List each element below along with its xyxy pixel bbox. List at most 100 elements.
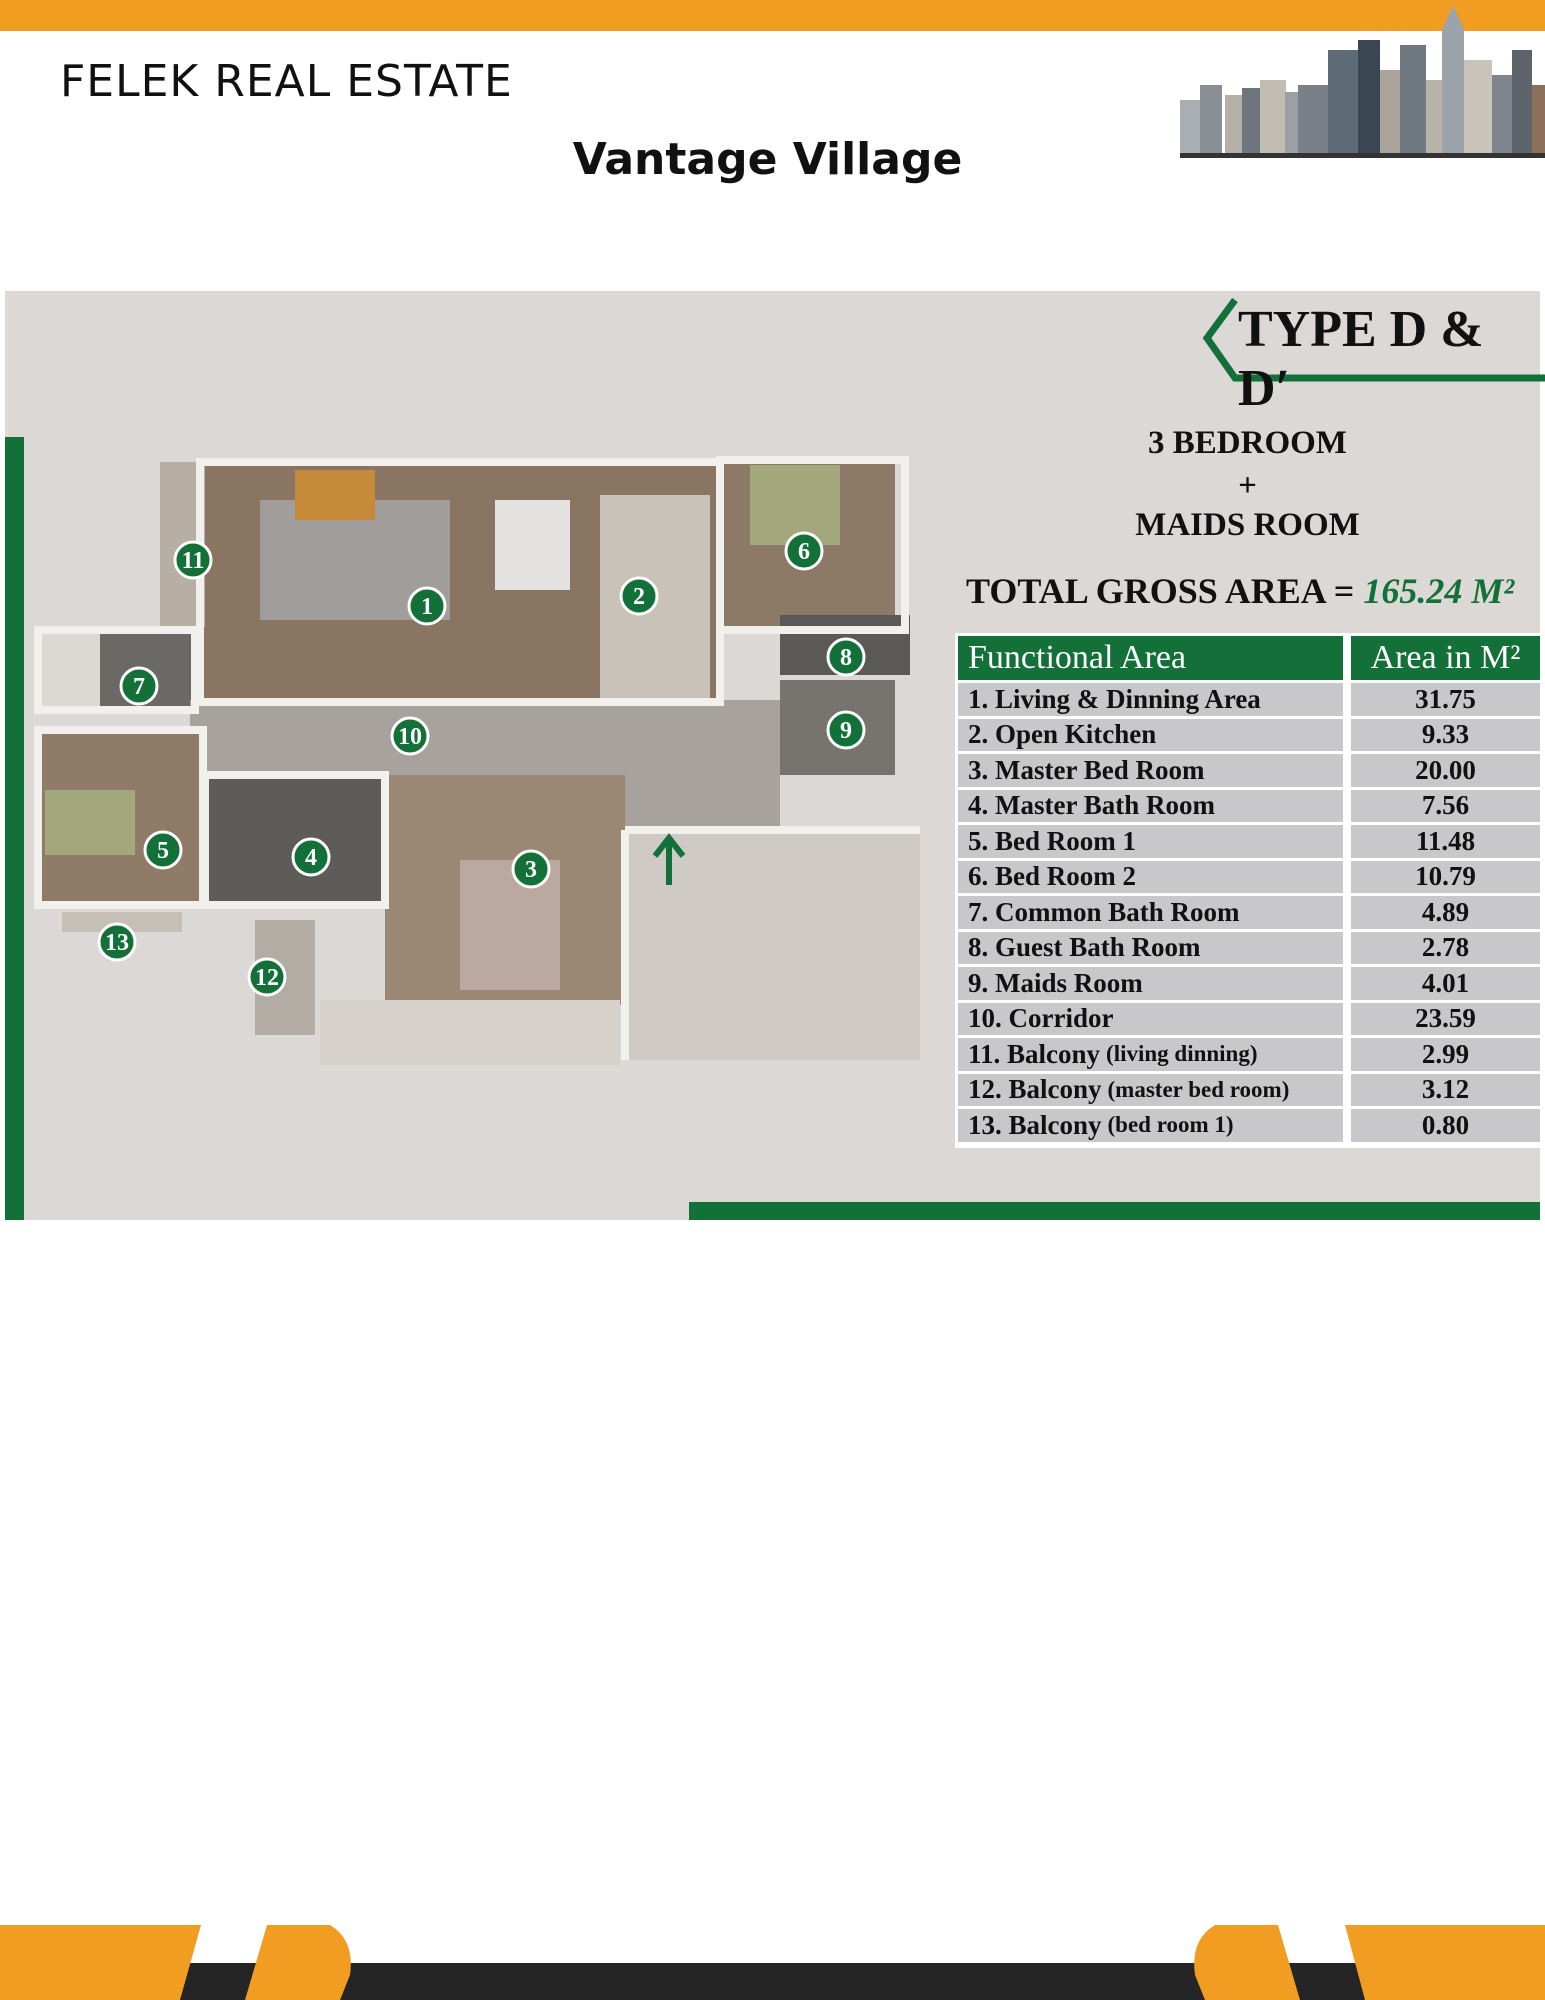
city-skyline-image [1180, 5, 1545, 158]
table-row: 4. Master Bath Room 7.56 [958, 789, 1540, 825]
page-title: Vantage Village [572, 134, 963, 185]
svg-text:4: 4 [305, 845, 317, 871]
green-accent-bottom [689, 1202, 1540, 1220]
area-name: 10. Corridor [968, 1003, 1114, 1034]
area-name: 1. Living & Dinning Area [968, 683, 1261, 714]
table-row: 10. Corridor 23.59 [958, 1002, 1540, 1038]
functional-area-cell: 9. Maids Room [958, 967, 1343, 1003]
area-value-cell: 31.75 [1351, 683, 1540, 719]
functional-area-cell: 7. Common Bath Room [958, 896, 1343, 932]
area-note: (living dinning) [1106, 1041, 1258, 1067]
table-row: 11. Balcony(living dinning)2.99 [958, 1038, 1540, 1074]
functional-area-cell: 5. Bed Room 1 [958, 825, 1343, 861]
area-value-cell: 23.59 [1351, 1002, 1540, 1038]
area-name: 4. Master Bath Room [968, 790, 1215, 821]
functional-area-cell: 6. Bed Room 2 [958, 860, 1343, 896]
area-value-cell: 3.12 [1351, 1073, 1540, 1109]
svg-text:3: 3 [525, 857, 537, 883]
functional-area-cell: 13. Balcony(bed room 1) [958, 1109, 1343, 1145]
area-value-cell: 0.80 [1351, 1109, 1540, 1145]
area-name: 5. Bed Room 1 [968, 825, 1136, 856]
walls [34, 456, 920, 1060]
unit-type-title: TYPE D & D′ [1238, 301, 1484, 417]
area-table: Functional Area Area in M² 1. Living & D… [955, 633, 1540, 1148]
svg-text:11: 11 [182, 548, 205, 574]
room-marker-8: 8 [826, 637, 866, 677]
area-value-cell: 2.78 [1351, 931, 1540, 967]
area-name: 8. Guest Bath Room [968, 932, 1201, 963]
area-name: 2. Open Kitchen [968, 719, 1157, 750]
table-row: 3. Master Bed Room 20.00 [958, 754, 1540, 790]
room-marker-13: 13 [97, 922, 137, 962]
area-name: 9. Maids Room [968, 967, 1143, 998]
table-row: 1. Living & Dinning Area 31.75 [958, 683, 1540, 719]
functional-area-cell: 1. Living & Dinning Area [958, 683, 1343, 719]
room-marker-4: 4 [291, 837, 331, 877]
functional-area-cell: 3. Master Bed Room [958, 754, 1343, 790]
room-marker-11: 11 [173, 540, 213, 580]
area-value-cell: 9.33 [1351, 718, 1540, 754]
entrance-arrow-icon [652, 833, 686, 885]
bedroom-count: 3 BEDROOM [1148, 425, 1347, 461]
header-area: Area in M² [1351, 636, 1540, 683]
area-name: 11. Balcony [968, 1038, 1101, 1069]
table-row: 12. Balcony(master bed room)3.12 [958, 1073, 1540, 1109]
functional-area-cell: 2. Open Kitchen [958, 718, 1343, 754]
header-functional-area: Functional Area [958, 636, 1343, 683]
total-label: TOTAL GROSS AREA = [966, 571, 1355, 611]
table-row: 5. Bed Room 1 11.48 [958, 825, 1540, 861]
maids-room-label: MAIDS ROOM [1135, 507, 1360, 543]
room-marker-9: 9 [826, 710, 866, 750]
area-value-cell: 20.00 [1351, 754, 1540, 790]
room-marker-3: 3 [511, 849, 551, 889]
room-markers: 1 2 3 4 5 6 7 8 9 10 11 12 13 [97, 531, 866, 997]
room-marker-12: 12 [247, 957, 287, 997]
area-value-cell: 7.56 [1351, 789, 1540, 825]
svg-text:6: 6 [798, 539, 810, 565]
type-title-frame [1202, 297, 1545, 382]
svg-text:10: 10 [398, 724, 422, 750]
floor-plan-drawing: 1 2 3 4 5 6 7 8 9 10 11 12 13 [34, 456, 920, 1065]
room-marker-2: 2 [619, 576, 659, 616]
table-row: 9. Maids Room 4.01 [958, 967, 1540, 1003]
area-note: (master bed room) [1107, 1076, 1290, 1102]
functional-area-cell: 4. Master Bath Room [958, 789, 1343, 825]
svg-text:8: 8 [840, 645, 852, 671]
table-row: 2. Open Kitchen 9.33 [958, 718, 1540, 754]
table-row: 6. Bed Room 2 10.79 [958, 860, 1540, 896]
room-marker-10: 10 [390, 716, 430, 756]
functional-area-cell: 11. Balcony(living dinning) [958, 1038, 1343, 1074]
functional-area-cell: 10. Corridor [958, 1002, 1343, 1038]
room-marker-7: 7 [119, 666, 159, 706]
room-marker-6: 6 [784, 531, 824, 571]
area-name: 12. Balcony [968, 1074, 1102, 1105]
svg-text:9: 9 [840, 718, 852, 744]
area-value-cell: 10.79 [1351, 860, 1540, 896]
area-value-cell: 4.89 [1351, 896, 1540, 932]
table-row: 13. Balcony(bed room 1)0.80 [958, 1109, 1540, 1145]
brand-name: FELEK REAL ESTATE [60, 56, 513, 107]
svg-text:2: 2 [633, 584, 645, 610]
rooms [38, 460, 920, 1065]
area-value-cell: 2.99 [1351, 1038, 1540, 1074]
functional-area-cell: 8. Guest Bath Room [958, 931, 1343, 967]
footer-decoration [0, 1925, 1545, 2000]
area-name: 3. Master Bed Room [968, 754, 1205, 785]
room-marker-1: 1 [407, 586, 447, 626]
svg-text:7: 7 [133, 674, 145, 700]
total-gross-area: TOTAL GROSS AREA = 165.24 M² [966, 570, 1514, 612]
area-name: 6. Bed Room 2 [968, 861, 1136, 892]
table-row: 7. Common Bath Room 4.89 [958, 896, 1540, 932]
table-header: Functional Area Area in M² [958, 636, 1540, 683]
room-marker-5: 5 [143, 830, 183, 870]
area-note: (bed room 1) [1107, 1112, 1234, 1138]
total-value: 165.24 M² [1363, 571, 1515, 611]
svg-text:1: 1 [421, 594, 433, 620]
top-accent-bar [0, 0, 1545, 31]
area-name: 7. Common Bath Room [968, 896, 1240, 927]
table-row: 8. Guest Bath Room 2.78 [958, 931, 1540, 967]
area-value-cell: 11.48 [1351, 825, 1540, 861]
area-value-cell: 4.01 [1351, 967, 1540, 1003]
functional-area-cell: 12. Balcony(master bed room) [958, 1073, 1343, 1109]
svg-text:13: 13 [105, 930, 129, 956]
